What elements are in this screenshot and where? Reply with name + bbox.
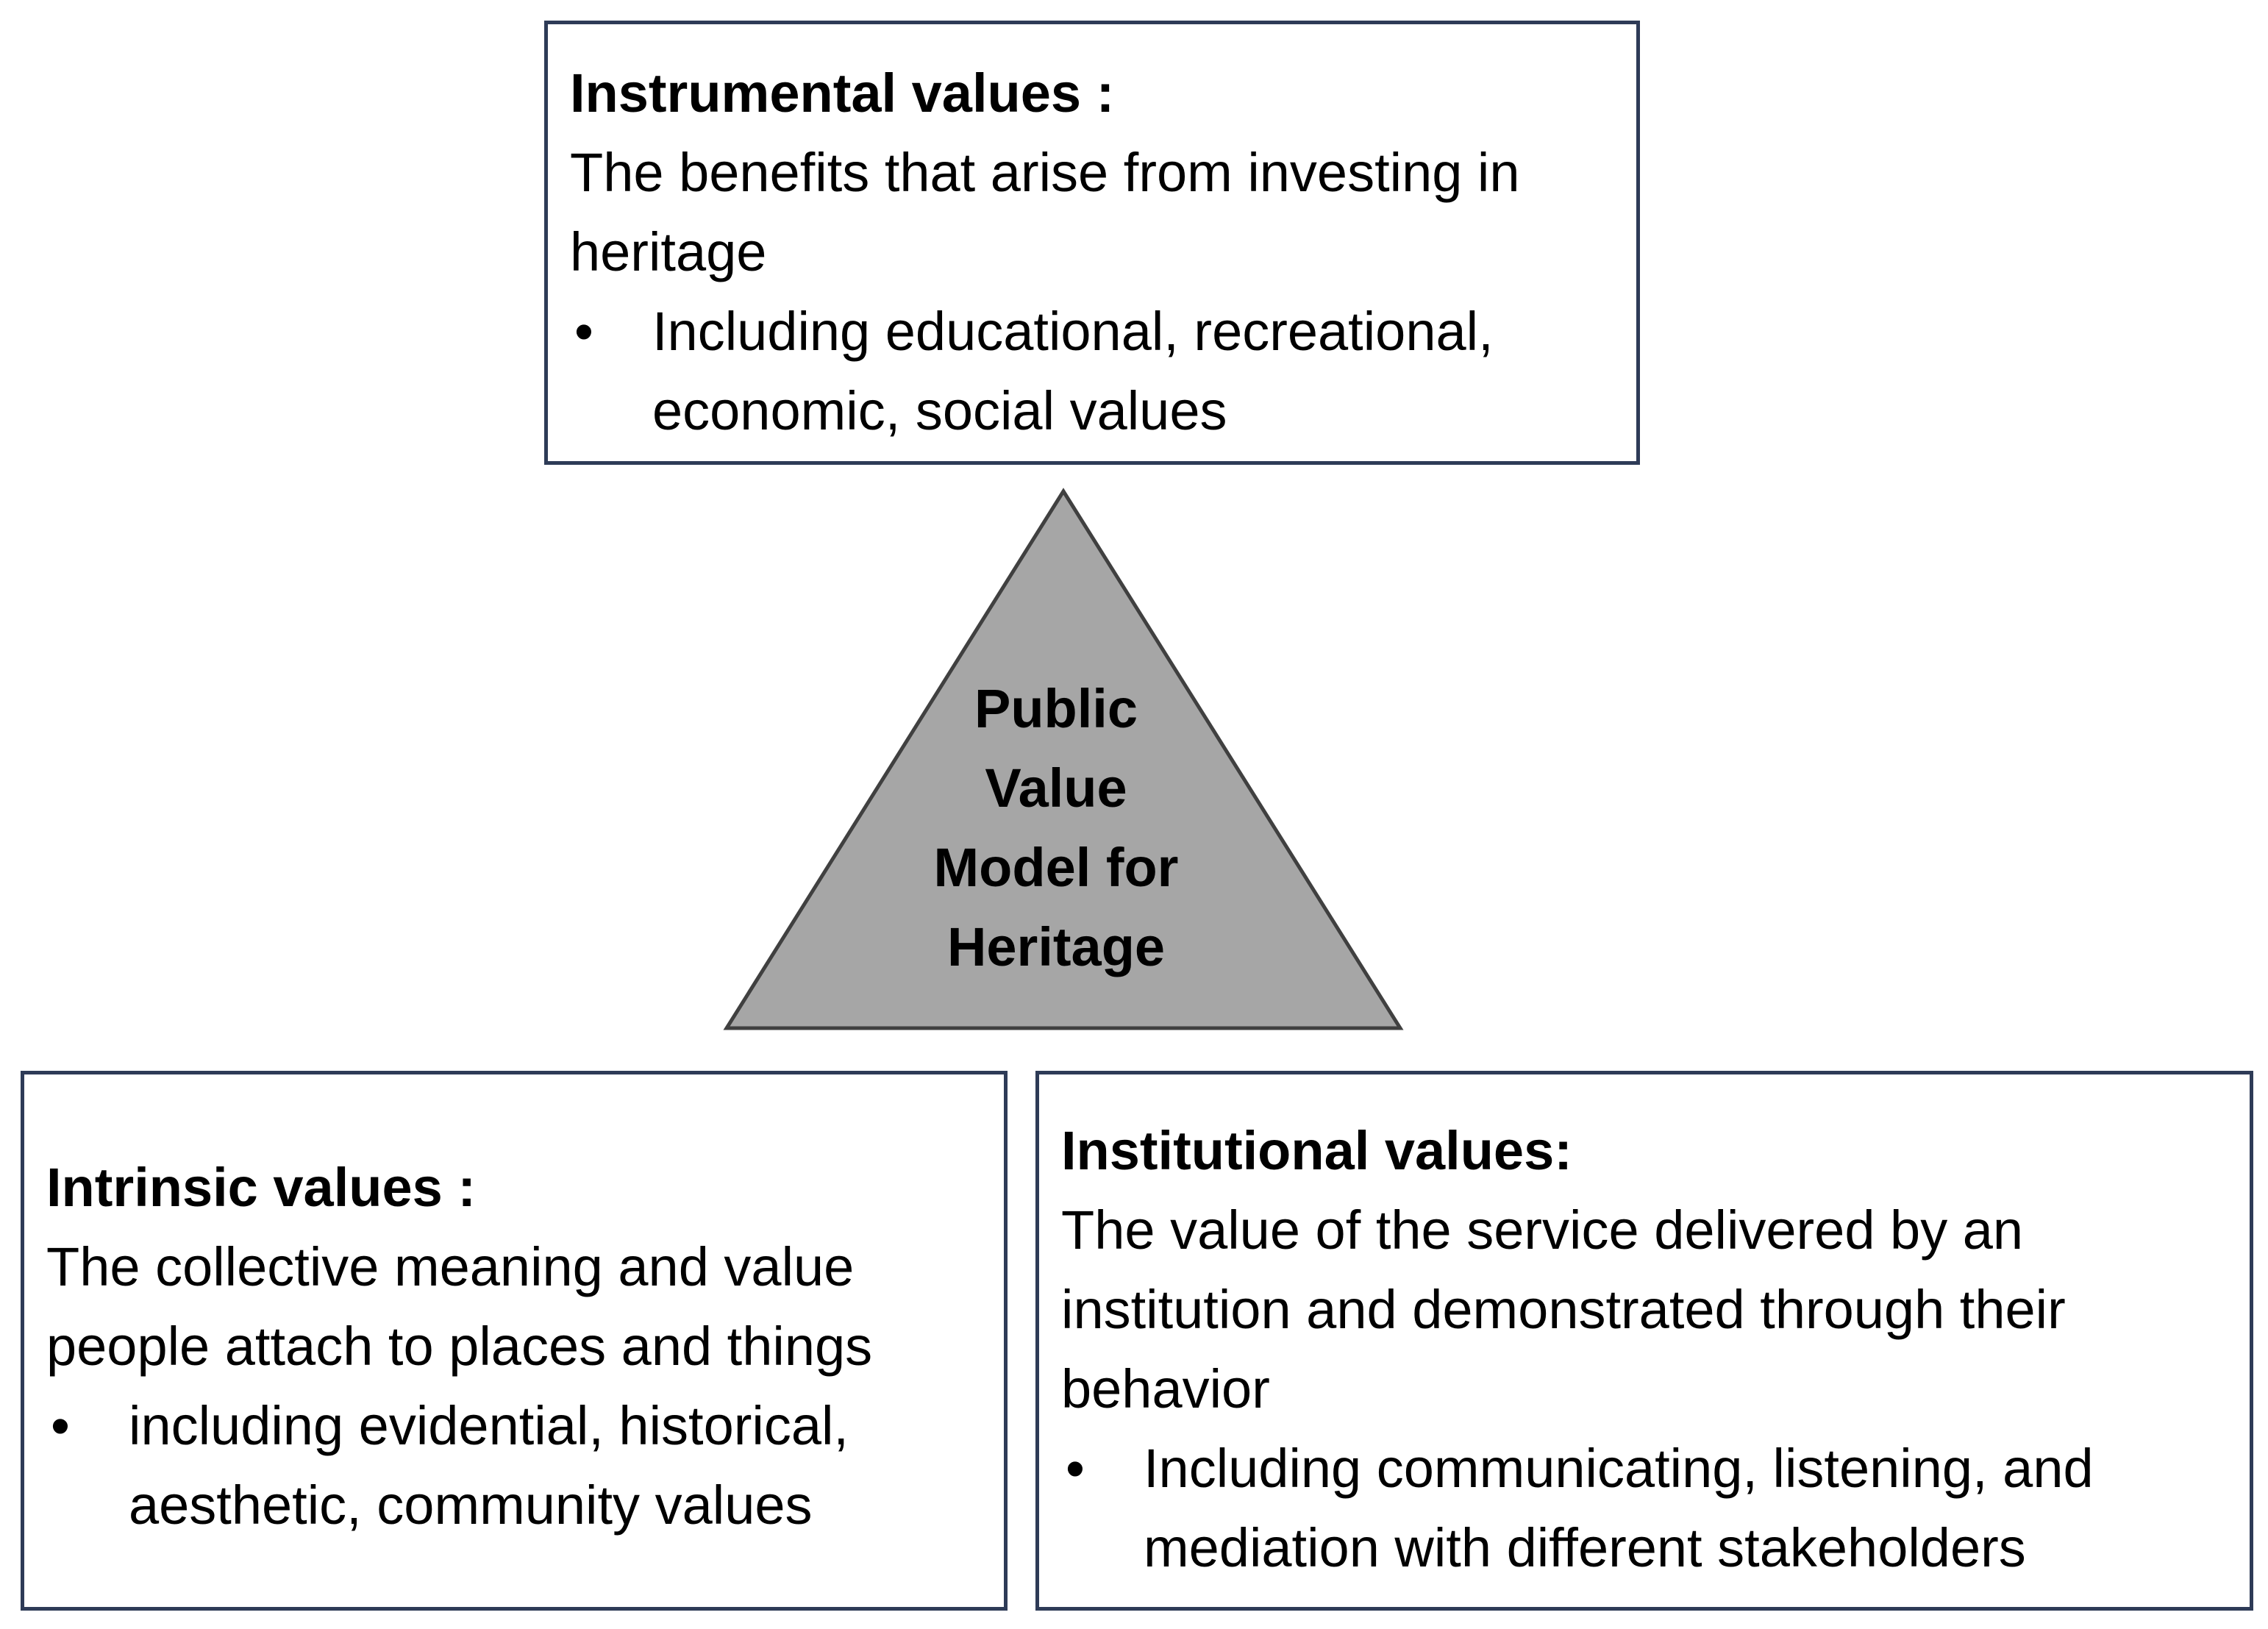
intrinsic-values-list: • including evidential, historical, aest… — [46, 1386, 982, 1545]
institutional-values-description: The value of the service delivered by an… — [1061, 1200, 2066, 1419]
instrumental-values-description: The benefits that arise from investing i… — [570, 142, 1520, 282]
bullet-icon: • — [1066, 1438, 1085, 1499]
instrumental-values-box: Instrumental values : The benefits that … — [544, 21, 1640, 465]
instrumental-values-bullet-text: Including educational, recreational, eco… — [652, 301, 1494, 441]
instrumental-values-list: • Including educational, recreational, e… — [570, 292, 1614, 451]
intrinsic-values-box: Intrinsic values : The collective meanin… — [21, 1071, 1008, 1611]
institutional-values-title: Institutional values: — [1061, 1120, 1572, 1181]
bullet-icon: • — [574, 301, 593, 362]
center-label-line-2: Value — [985, 758, 1127, 819]
list-item: • Including educational, recreational, e… — [570, 292, 1614, 451]
center-label-line-1: Public — [974, 678, 1138, 739]
list-item: • Including communicating, listening, an… — [1061, 1429, 2228, 1588]
list-item: • including evidential, historical, aest… — [46, 1386, 982, 1545]
intrinsic-values-title: Intrinsic values : — [46, 1157, 476, 1218]
center-label: Public Value Model for Heritage — [872, 669, 1240, 987]
institutional-values-list: • Including communicating, listening, an… — [1061, 1429, 2228, 1588]
center-label-line-4: Heritage — [946, 916, 1166, 977]
bullet-icon: • — [51, 1395, 70, 1456]
instrumental-values-title: Instrumental values : — [570, 63, 1115, 124]
intrinsic-values-description: The collective meaning and value people … — [46, 1236, 873, 1377]
intrinsic-values-bullet-text: including evidential, historical, aesthe… — [129, 1395, 849, 1536]
center-label-line-3: Model for — [933, 837, 1179, 898]
institutional-values-bullet-text: Including communicating, listening, and … — [1144, 1438, 2094, 1578]
institutional-values-box: Institutional values: The value of the s… — [1035, 1071, 2253, 1611]
